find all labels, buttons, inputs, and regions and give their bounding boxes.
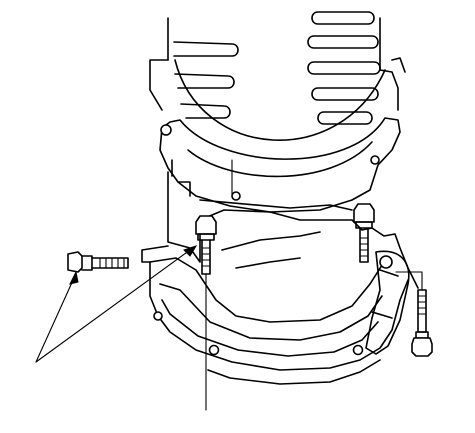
bracket-bolt-hole (153, 311, 163, 321)
bolt-vertical-center (195, 215, 217, 411)
bracket-bolt-hole (352, 344, 364, 356)
bolt-arrow-right (35, 245, 198, 363)
bracket-bolt-hole (379, 255, 393, 269)
engine-stiffener-bracket (141, 171, 419, 385)
flange-bolt-hole (370, 155, 380, 165)
transmission-case (149, 11, 406, 141)
bolt-horizontal (67, 251, 129, 273)
bolt-arrow-left (35, 270, 79, 363)
bolt-vertical-right (353, 203, 375, 263)
flange-bolt-hole (231, 191, 241, 201)
bolt-vertical-far-right (395, 271, 433, 357)
flange-bolt-hole (160, 124, 172, 136)
bracket-bolt-hole (208, 344, 220, 356)
bell-housing-flange (159, 117, 401, 213)
